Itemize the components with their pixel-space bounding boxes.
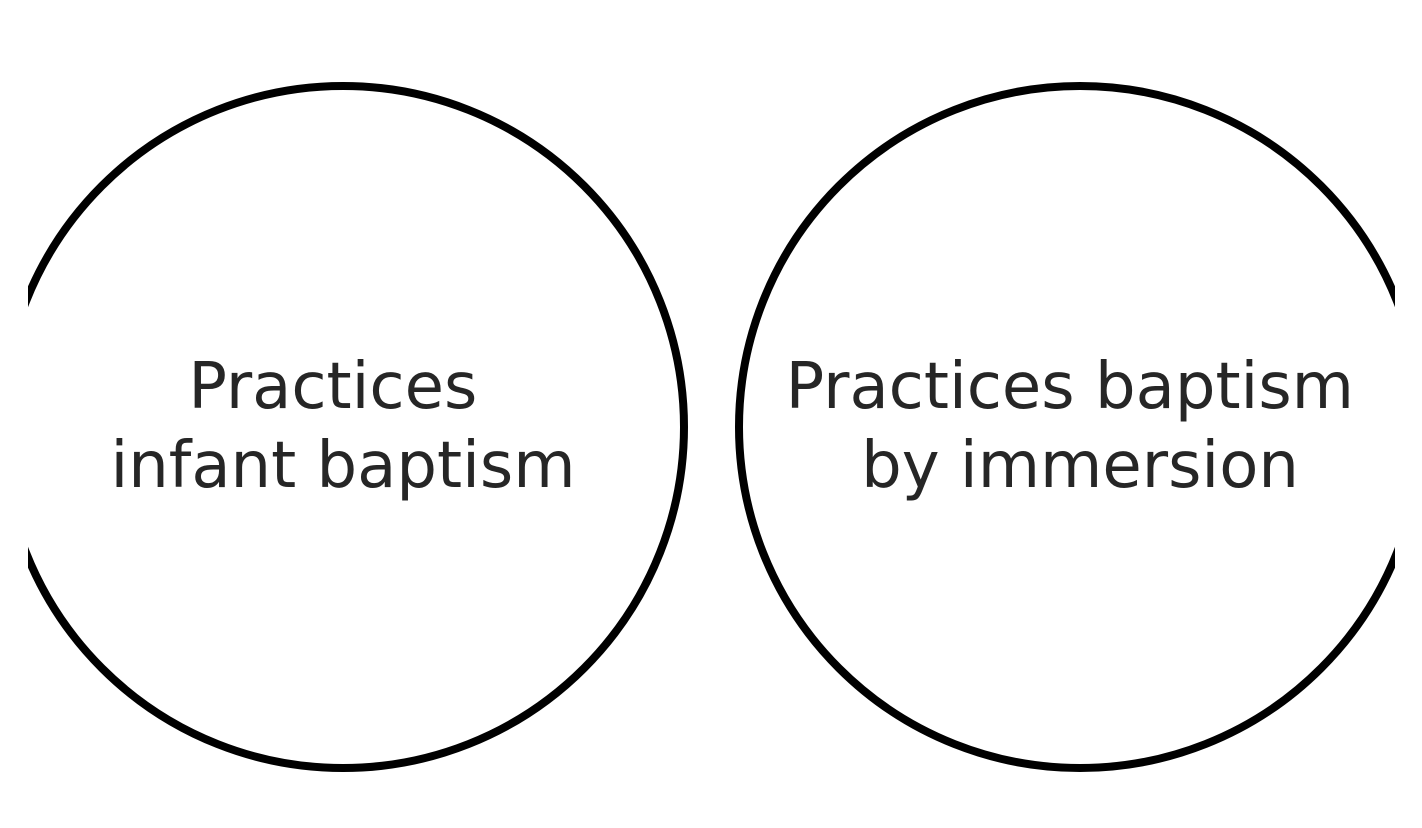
set-label-infant-baptism: Practices infant baptism bbox=[110, 350, 575, 503]
set-label-immersion: Practices baptism by immersion bbox=[786, 350, 1375, 503]
set-circle-infant-baptism bbox=[28, 82, 688, 772]
label-line: Practices baptism bbox=[786, 350, 1354, 424]
label-line: by immersion bbox=[861, 429, 1299, 503]
label-line: infant baptism bbox=[110, 429, 575, 503]
label-line: Practices bbox=[188, 350, 477, 424]
set-circle-immersion bbox=[735, 82, 1395, 772]
